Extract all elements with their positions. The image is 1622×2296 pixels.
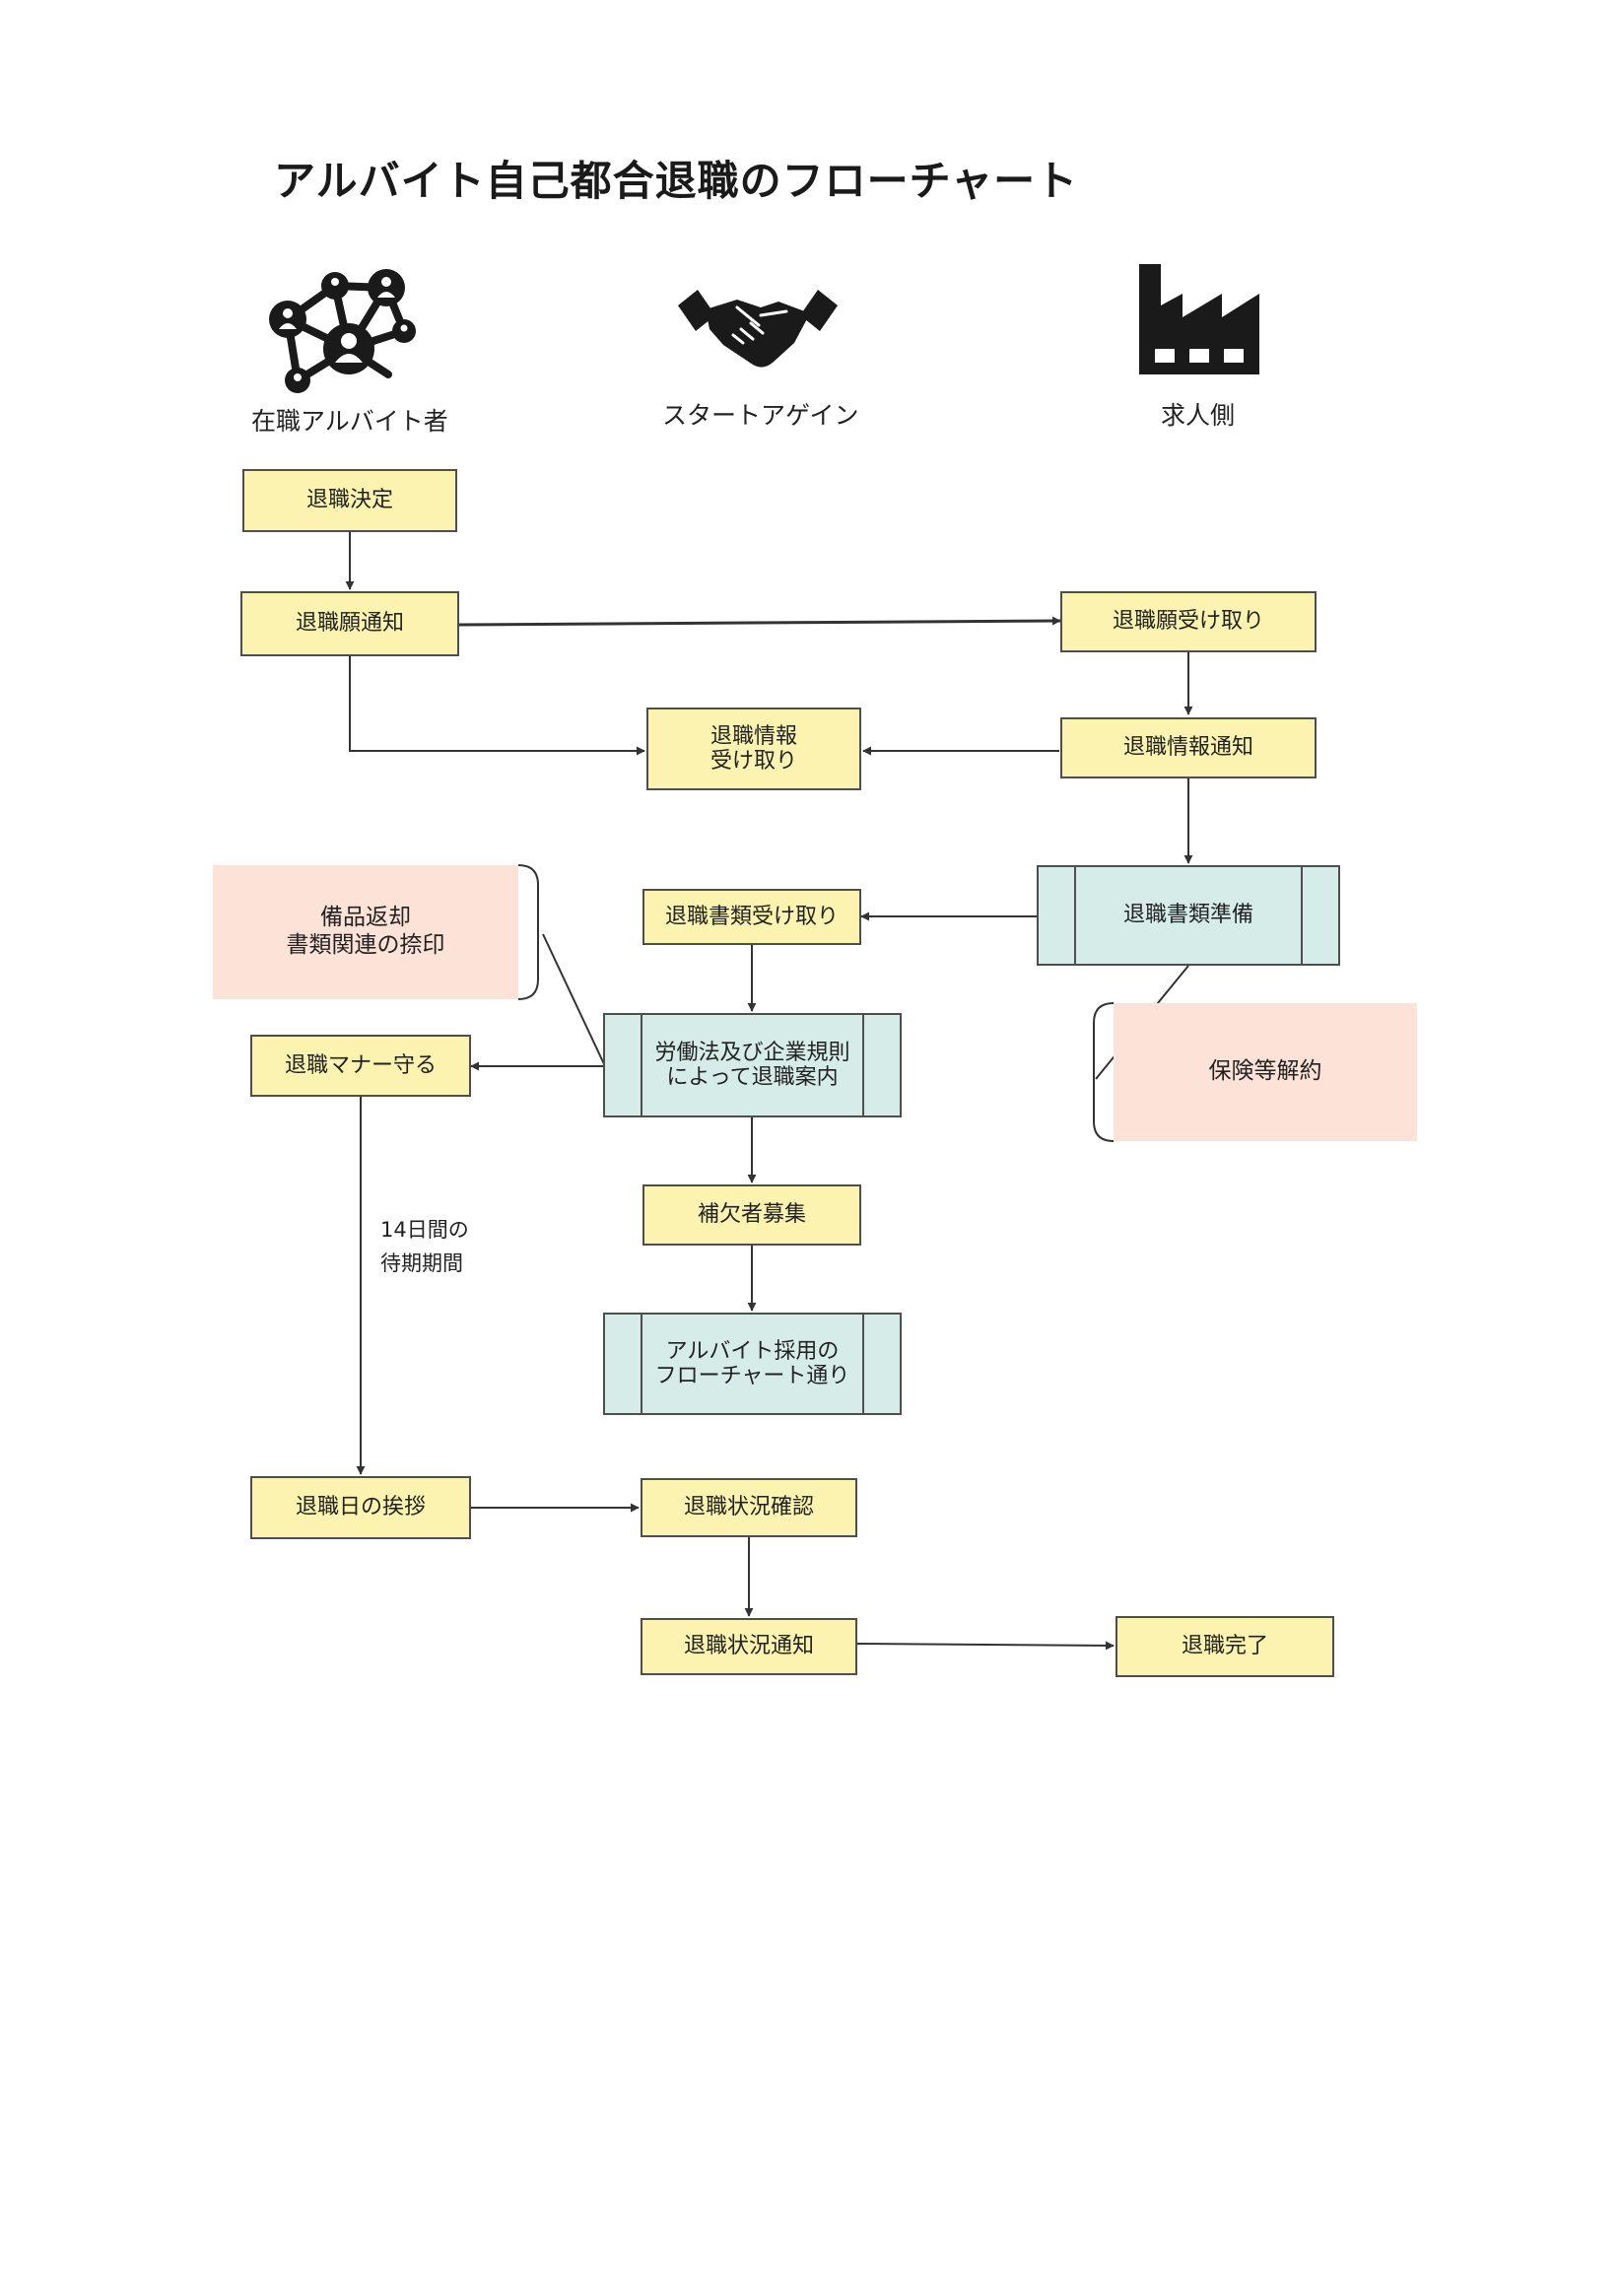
wait-period-line1: 14日間の (380, 1218, 469, 1242)
node-info-notify: 退職情報通知 (1060, 717, 1317, 778)
lane-label-middle: スタートアゲイン (662, 401, 859, 430)
note-leader-equipment (542, 933, 606, 1067)
note-equipment-line2: 書類関連の捺印 (286, 932, 445, 958)
node-notify-request: 退職願通知 (240, 591, 459, 656)
node-hiring-flow-line1: アルバイト採用の (665, 1338, 840, 1364)
node-status-notify: 退職状況通知 (641, 1618, 857, 1675)
note-equipment-return: 備品返却 書類関連の捺印 (213, 865, 518, 999)
note-equipment-line1: 備品返却 (320, 905, 411, 931)
network-people-icon (269, 269, 416, 393)
note-bracket-insurance (1093, 1002, 1115, 1142)
node-guide-line2: によって退職案内 (666, 1065, 839, 1090)
lane-label-employee: 在職アルバイト者 (251, 407, 448, 436)
arrow-notify-to-info-receive (349, 656, 645, 756)
node-hiring-flow: アルバイト採用の フローチャート通り (603, 1313, 902, 1415)
node-recruit: 補欠者募集 (642, 1184, 861, 1246)
arrow-notify-to-receive (458, 616, 1061, 627)
node-status-check: 退職状況確認 (641, 1478, 857, 1537)
node-hiring-flow-line2: フローチャート通り (654, 1364, 850, 1388)
node-manners: 退職マナー守る (250, 1035, 471, 1097)
node-docs-receive: 退職書類受け取り (642, 889, 861, 945)
diagram-title: アルバイト自己都合退職のフローチャート (274, 157, 1079, 205)
factory-icon (1139, 264, 1259, 374)
node-guide: 労働法及び企業規則 によって退職案内 (603, 1013, 902, 1117)
node-complete: 退職完了 (1115, 1616, 1334, 1677)
node-info-receive: 退職情報 受け取り (646, 708, 861, 790)
handshake-icon (678, 290, 838, 368)
node-decide: 退職決定 (242, 469, 457, 532)
note-insurance-cancel: 保険等解約 (1114, 1003, 1417, 1141)
note-bracket-equipment (517, 864, 539, 1000)
node-info-receive-line1: 退職情報 (710, 723, 797, 749)
node-docs-prepare: 退職書類準備 (1037, 865, 1340, 966)
wait-period-line2: 待期期間 (380, 1250, 463, 1275)
node-farewell: 退職日の挨拶 (250, 1476, 471, 1539)
wait-period-label: 14日間の 待期期間 (380, 1214, 469, 1280)
node-receive-request: 退職願受け取り (1060, 591, 1317, 652)
node-info-receive-line2: 受け取り (710, 749, 797, 774)
lane-label-employer: 求人側 (1161, 401, 1236, 430)
node-guide-line1: 労働法及び企業規則 (654, 1040, 850, 1065)
arrow-status-notify-to-complete (856, 1641, 1115, 1651)
